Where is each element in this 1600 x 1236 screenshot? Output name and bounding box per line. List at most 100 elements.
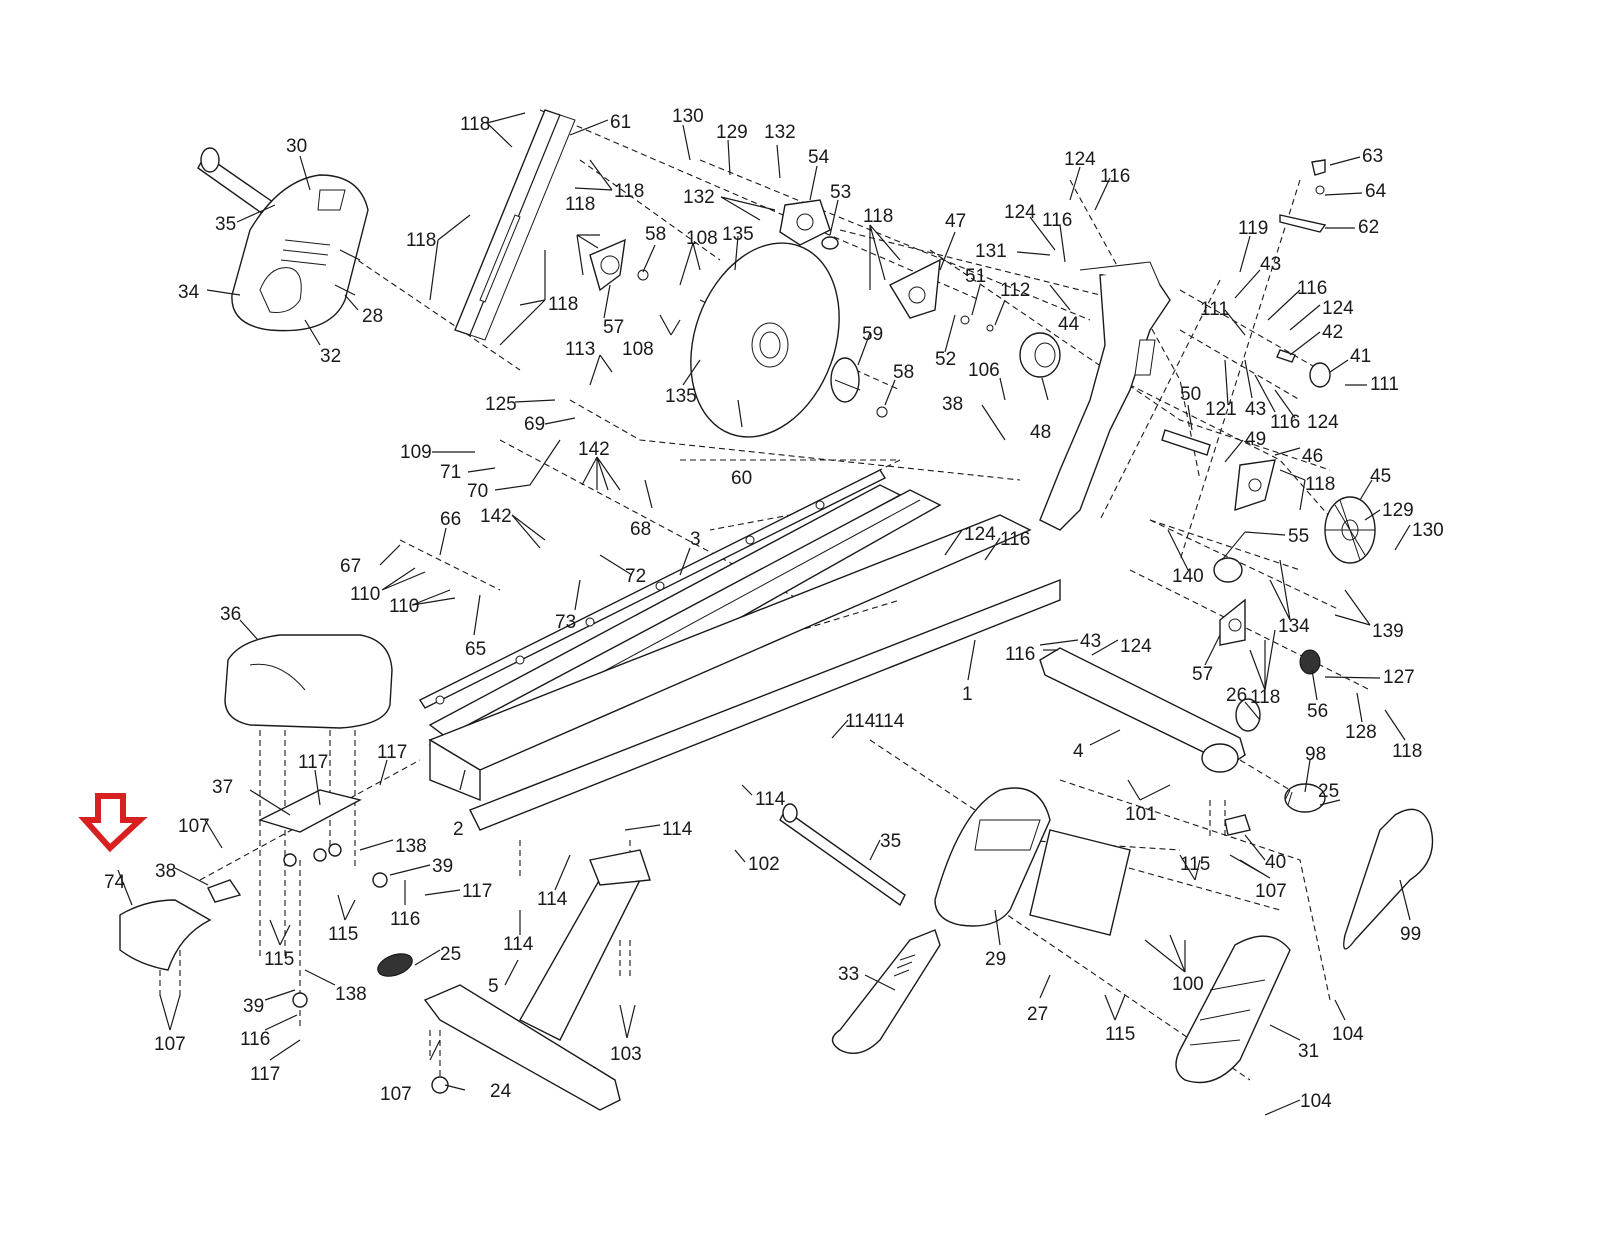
part-label: 118 xyxy=(863,206,893,227)
part-label: 124 xyxy=(1322,298,1354,319)
part-label: 104 xyxy=(1300,1091,1332,1112)
part-bumper-38-left xyxy=(207,879,242,903)
part-51 xyxy=(960,315,970,325)
part-label: 134 xyxy=(1278,616,1310,637)
part-label: 107 xyxy=(380,1084,412,1105)
part-label: 39 xyxy=(432,856,453,877)
part-label: 37 xyxy=(212,777,233,798)
part-rail-61 xyxy=(454,109,576,341)
part-label: 107 xyxy=(1255,881,1287,902)
part-label: 100 xyxy=(1172,974,1204,995)
part-label: 36 xyxy=(220,604,241,625)
part-label: 131 xyxy=(975,241,1007,262)
part-label: 67 xyxy=(340,556,361,577)
part-label: 118 xyxy=(1392,741,1422,762)
part-label: 65 xyxy=(465,639,486,660)
part-label: 27 xyxy=(1027,1004,1048,1025)
part-label: 114 xyxy=(845,711,876,732)
part-label: 140 xyxy=(1172,566,1204,587)
part-strap-33 xyxy=(831,929,941,1054)
part-label: 124 xyxy=(1004,202,1036,223)
part-label: 106 xyxy=(968,360,1000,381)
part-label: 117 xyxy=(462,881,492,902)
part-label: 60 xyxy=(731,468,752,489)
part-label: 2 xyxy=(453,819,464,840)
part-label: 70 xyxy=(467,481,488,502)
part-label: 38 xyxy=(942,394,963,415)
part-label: 110 xyxy=(389,596,419,617)
part-labels: 118 61 118 30 35 34 28 32 118 118 118 57… xyxy=(104,106,1444,1112)
part-label: 116 xyxy=(1270,412,1300,433)
part-label: 42 xyxy=(1322,322,1343,343)
part-label: 5 xyxy=(488,976,499,997)
part-label: 26 xyxy=(1226,685,1247,706)
part-label: 110 xyxy=(350,584,380,605)
part-label: 111 xyxy=(1370,374,1399,395)
part-lower-frame-2 xyxy=(428,514,1061,831)
part-label: 108 xyxy=(686,228,718,249)
part-label: 139 xyxy=(1372,621,1404,642)
part-label: 121 xyxy=(1205,399,1237,420)
part-label: 38 xyxy=(155,861,176,882)
part-bracket-40 xyxy=(1224,814,1251,836)
part-label: 128 xyxy=(1345,722,1377,743)
part-label: 57 xyxy=(1192,664,1213,685)
part-idler-48 xyxy=(1019,332,1061,378)
part-label: 138 xyxy=(395,836,427,857)
part-label: 102 xyxy=(748,854,780,875)
part-label: 116 xyxy=(1000,529,1030,550)
part-label: 114 xyxy=(537,889,568,910)
part-label: 138 xyxy=(335,984,367,1005)
part-112 xyxy=(986,324,994,332)
part-label: 30 xyxy=(286,136,307,157)
part-label: 55 xyxy=(1288,526,1309,547)
part-label: 115 xyxy=(328,924,358,945)
part-label: 45 xyxy=(1370,466,1391,487)
part-flange-57-right xyxy=(1219,598,1246,646)
part-label: 114 xyxy=(755,789,786,810)
part-label: 48 xyxy=(1030,422,1051,443)
part-label: 28 xyxy=(362,306,383,327)
part-pulley-41 xyxy=(1309,362,1331,388)
part-label: 115 xyxy=(264,949,294,970)
part-label: 98 xyxy=(1305,744,1326,765)
part-label: 29 xyxy=(985,949,1006,970)
part-plate-47 xyxy=(889,258,941,319)
part-label: 127 xyxy=(1383,667,1415,688)
part-label: 3 xyxy=(690,529,701,550)
part-label: 114 xyxy=(503,934,534,955)
part-label: 116 xyxy=(1042,210,1072,231)
part-handle-35-bottom xyxy=(779,803,906,907)
part-label: 35 xyxy=(880,831,901,852)
part-bushing-58b xyxy=(876,406,888,418)
part-label: 66 xyxy=(440,509,461,530)
part-label: 113 xyxy=(565,339,595,360)
part-front-stabilizer-4 xyxy=(1039,647,1246,773)
part-label: 41 xyxy=(1350,346,1371,367)
part-label: 40 xyxy=(1265,852,1286,873)
part-label: 24 xyxy=(490,1081,512,1102)
part-seat-36 xyxy=(224,634,393,729)
part-label: 109 xyxy=(400,442,432,463)
part-label: 69 xyxy=(524,414,545,435)
part-roller-39-bottom xyxy=(292,992,308,1008)
part-label: 99 xyxy=(1400,924,1421,945)
part-bearing-53 xyxy=(821,236,839,250)
part-bracket-27 xyxy=(1029,829,1131,936)
part-label: 124 xyxy=(1307,412,1339,433)
part-label: 116 xyxy=(390,909,420,930)
part-flywheel-60 xyxy=(690,242,840,438)
part-foot-24 xyxy=(431,1076,449,1094)
part-62-63-64 xyxy=(1279,159,1327,233)
part-label: 135 xyxy=(722,224,754,245)
part-label: 44 xyxy=(1058,314,1080,335)
highlight-arrow-icon xyxy=(78,793,148,853)
part-label: 118 xyxy=(565,194,595,215)
part-label: 129 xyxy=(716,122,748,143)
part-label: 117 xyxy=(298,752,328,773)
part-label: 112 xyxy=(1000,280,1030,301)
part-label: 118 xyxy=(1305,474,1335,495)
part-label: 74 xyxy=(104,872,126,893)
part-label: 25 xyxy=(440,944,461,965)
